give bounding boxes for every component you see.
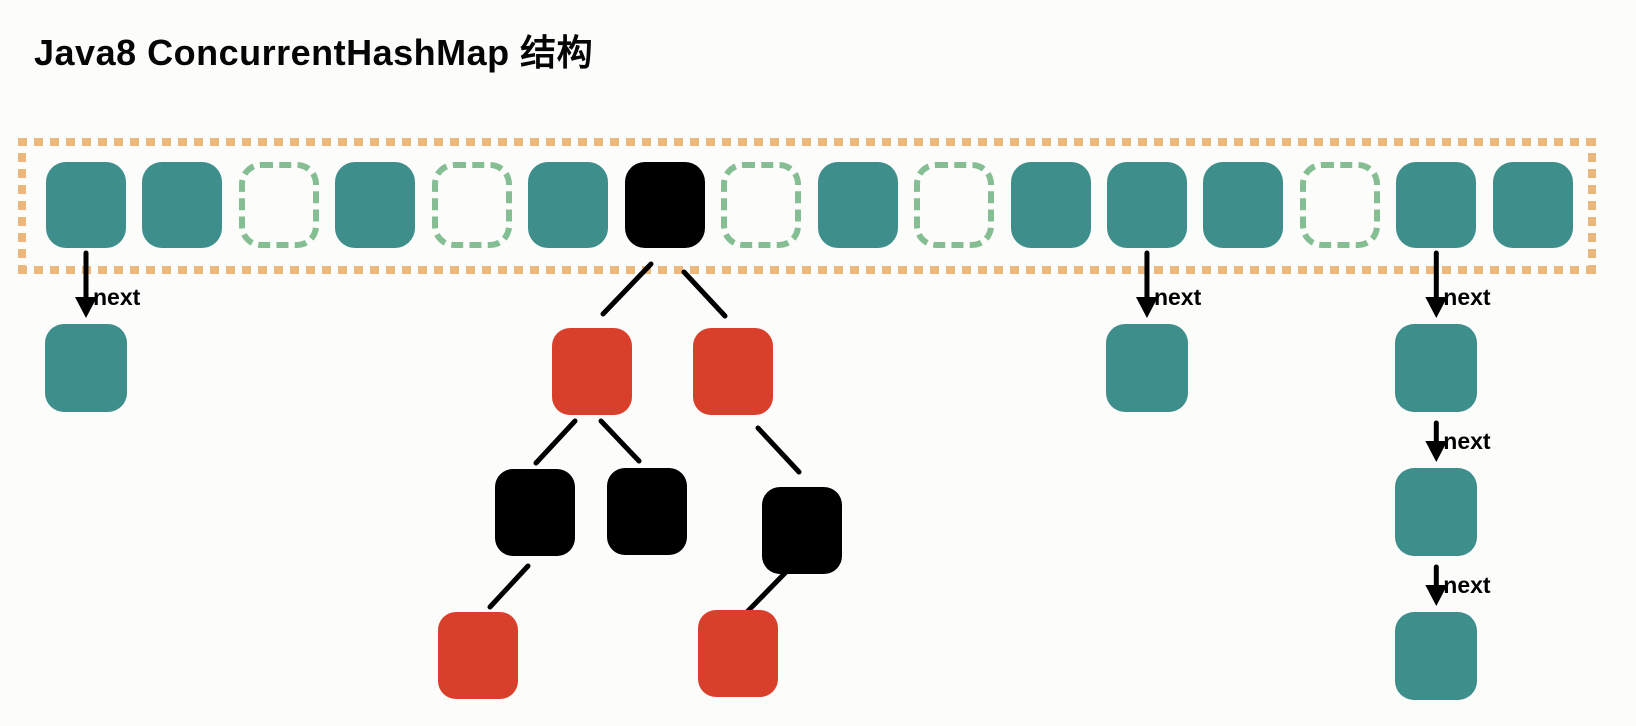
bucket-cell-empty: [721, 162, 802, 248]
next-label: next: [1443, 284, 1491, 310]
chain-node: [1395, 324, 1478, 412]
chain-node: [45, 324, 127, 412]
bucket-cell-tree-root: [624, 162, 705, 248]
tree-edge: [533, 418, 578, 466]
tree-edge: [487, 563, 531, 610]
tree-node-red: [438, 612, 518, 699]
tree-node-black: [607, 468, 687, 555]
bucket-cell-empty: [914, 162, 995, 248]
tree-edge: [744, 569, 789, 615]
bucket-cell-empty: [431, 162, 512, 248]
chain-node: [1395, 612, 1478, 700]
bucket-cell-node: [1492, 162, 1573, 248]
tree-node-red: [693, 328, 773, 415]
chain-node: [1105, 324, 1188, 412]
bucket-cell-node: [46, 162, 126, 248]
tree-node-red: [552, 328, 632, 415]
bucket-cell-node: [1106, 162, 1187, 248]
tree-node-black: [495, 469, 575, 556]
next-label: next: [1443, 572, 1491, 598]
tree-node-red: [698, 610, 778, 697]
bucket-cell-node: [1010, 162, 1091, 248]
next-label: next: [93, 284, 141, 310]
chain-node: [1395, 468, 1478, 556]
bucket-cell-node: [335, 162, 416, 248]
tree-edge: [598, 418, 642, 464]
next-label: next: [1153, 284, 1202, 310]
hash-table-dotted-border: [18, 138, 1596, 274]
page-title: Java8 ConcurrentHashMap 结构: [34, 32, 594, 73]
tree-edge: [681, 269, 728, 319]
bucket-cell-node: [1203, 162, 1284, 248]
bucket-cell-node: [142, 162, 223, 248]
bucket-cell-node: [1396, 162, 1477, 248]
bucket-cell-empty: [1299, 162, 1380, 248]
next-label: next: [1443, 428, 1491, 454]
tree-edge: [755, 425, 802, 475]
bucket-cell-node: [817, 162, 898, 248]
bucket-cell-empty: [238, 162, 319, 248]
bucket-cell-node: [528, 162, 609, 248]
tree-node-black: [762, 487, 842, 574]
